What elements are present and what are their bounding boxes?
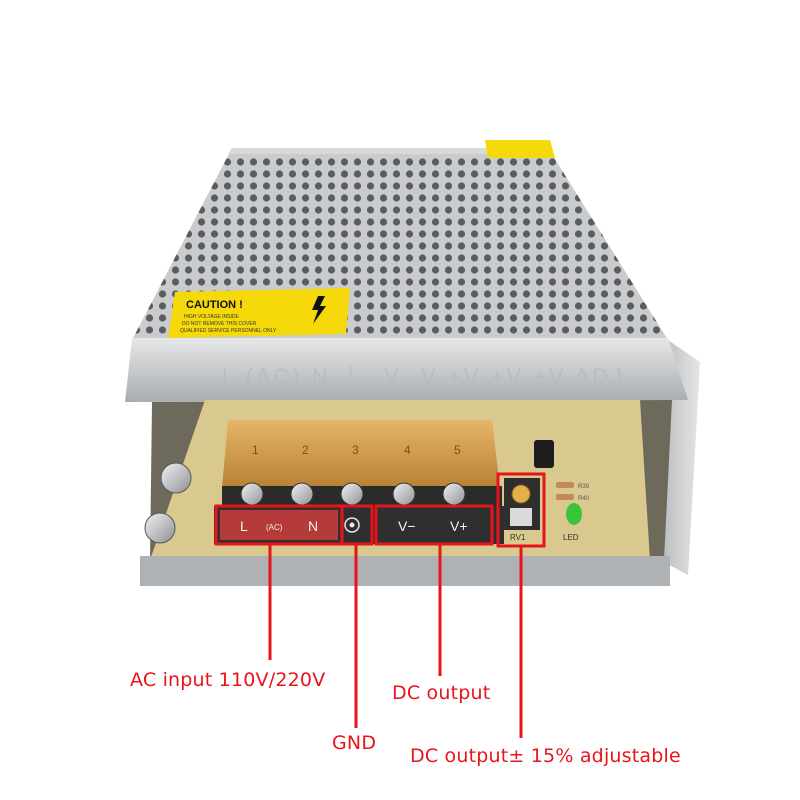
ac-terminal-plate [220,510,338,540]
caution-title: CAUTION ! [186,299,243,311]
ac-l-label: L [240,518,248,534]
ac-mid-label: (AC) [266,523,283,532]
ac-n-label: N [308,518,318,534]
terminal-screw [290,482,314,506]
side-screw-bottom [144,512,176,544]
adjustable-callout: DC output± 15% adjustable [410,745,681,767]
bottom-plate [140,556,670,586]
r39-label: R39 [578,484,590,490]
terminal-number-4: 4 [404,443,411,457]
ground-symbol-icon [344,517,360,533]
resistor-r40 [556,494,574,500]
side-screw-top [160,462,192,494]
terminal-screw [240,482,264,506]
terminal-number-1: 1 [252,443,259,457]
caution-line-2: DO NOT REMOVE THIS COVER [182,321,257,327]
terminal-screw [442,482,466,506]
embossed-label: L (AC) N ⏚ -V -V +V +V +V ADJ [222,364,622,389]
terminal-screws [222,482,502,506]
ac-input-callout: AC input 110V/220V [130,669,326,691]
terminal-numbers: 1 2 3 4 5 [252,443,461,457]
front-panel [125,338,688,402]
led-label: LED [563,533,579,542]
gnd-callout: GND [332,732,377,754]
potentiometer-knob [511,484,531,504]
dc-output-callout: DC output [392,682,491,704]
resistor-r39 [556,482,574,488]
terminal-screw [340,482,364,506]
dc-minus-label: V− [398,518,416,534]
caution-line-1: HIGH VOLTAGE INSIDE [184,314,239,320]
dc-plus-label: V+ [450,518,468,534]
transistor [534,440,554,468]
terminal-number-2: 2 [302,443,309,457]
terminal-cover [222,420,500,488]
dc-output-box [374,504,494,546]
caution-line-3: QUALIFIED SERVICE PERSONNEL ONLY [180,328,277,334]
potentiometer-base [510,508,532,526]
terminal-number-3: 3 [352,443,359,457]
terminal-screw [392,482,416,506]
pot-label: RV1 [510,533,526,542]
top-yellow-sticker [485,140,555,158]
r40-label: R40 [578,496,590,502]
led-green [566,503,582,525]
caution-sticker: CAUTION ! HIGH VOLTAGE INSIDE DO NOT REM… [168,288,350,338]
ground-symbol-dot [349,522,355,528]
terminal-number-5: 5 [454,443,461,457]
lightning-icon [312,296,326,324]
top-cover-rim [228,148,552,154]
